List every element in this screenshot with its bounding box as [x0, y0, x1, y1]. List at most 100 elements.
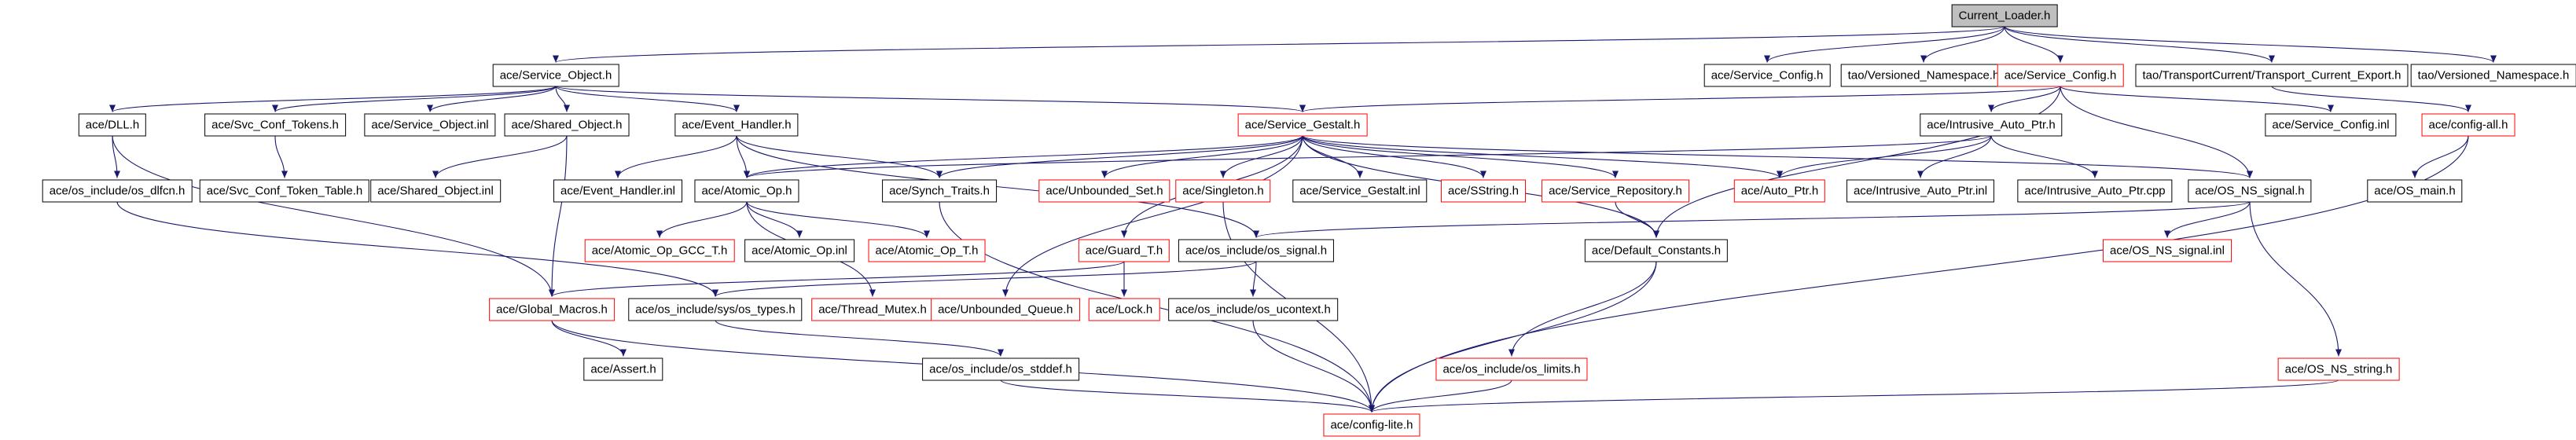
edge-atomic_op_h--atomic_op_inl	[746, 201, 803, 238]
node-os_limits[interactable]: ace/os_include/os_limits.h	[1435, 358, 1588, 381]
edge-service_gestalt_h--atomic_op_h	[744, 135, 1303, 178]
node-shared_object_h[interactable]: ace/Shared_Object.h	[504, 113, 630, 137]
node-os_signal[interactable]: ace/os_include/os_signal.h	[1178, 239, 1335, 262]
edge-service_gestalt_h--synch_traits	[936, 135, 1303, 178]
node-os_ns_signal_inl[interactable]: ace/OS_NS_signal.inl	[2103, 239, 2232, 262]
node-unbounded_queue[interactable]: ace/Unbounded_Queue.h	[931, 298, 1080, 321]
node-intrusive_auto_ptr_h[interactable]: ace/Intrusive_Auto_Ptr.h	[1920, 113, 2063, 137]
node-os_ns_string[interactable]: ace/OS_NS_string.h	[2277, 358, 2400, 381]
node-service_gestalt_inl[interactable]: ace/Service_Gestalt.inl	[1292, 179, 1428, 203]
node-dll_h[interactable]: ace/DLL.h	[78, 113, 147, 137]
node-atomic_op_t[interactable]: ace/Atomic_Op_T.h	[868, 239, 986, 262]
edge-svc_conf_tokens--svc_conf_token_table	[274, 135, 288, 178]
node-svc_conf_token_table[interactable]: ace/Svc_Conf_Token_Table.h	[199, 179, 370, 203]
edge-current_loader--transport_current_export	[2004, 26, 2275, 63]
edge-os_ns_signal_h--os_ns_signal_inl	[2164, 201, 2251, 238]
node-guard_t[interactable]: ace/Guard_T.h	[1078, 239, 1170, 262]
node-os_main[interactable]: ace/OS_main.h	[2367, 179, 2463, 203]
edge-dll_h--global_macros	[112, 135, 555, 297]
edge-os_dlfcn--os_types	[116, 201, 718, 297]
node-global_macros[interactable]: ace/Global_Macros.h	[489, 298, 615, 321]
node-event_handler_h[interactable]: ace/Event_Handler.h	[674, 113, 799, 137]
node-thread_mutex[interactable]: ace/Thread_Mutex.h	[811, 298, 934, 321]
edge-os_ns_signal_h--os_ns_string	[2249, 201, 2342, 357]
node-event_handler_inl[interactable]: ace/Event_Handler.inl	[553, 179, 682, 203]
edge-os_limits--config_lite	[1369, 380, 1512, 412]
node-lock_h[interactable]: ace/Lock.h	[1088, 298, 1160, 321]
edge-event_handler_h--atomic_op_h	[736, 135, 750, 178]
node-service_gestalt_h[interactable]: ace/Service_Gestalt.h	[1237, 113, 1368, 137]
node-service_config_h1[interactable]: ace/Service_Config.h	[1703, 64, 1831, 87]
node-assert_h[interactable]: ace/Assert.h	[583, 358, 663, 381]
edge-event_handler_h--event_handler_inl	[615, 135, 737, 178]
node-service_object_inl[interactable]: ace/Service_Object.inl	[364, 113, 496, 137]
node-atomic_op_h[interactable]: ace/Atomic_Op.h	[694, 179, 799, 203]
edge-service_config_h2--intrusive_auto_ptr_h	[1988, 86, 2061, 112]
node-intrusive_auto_ptr_inl[interactable]: ace/Intrusive_Auto_Ptr.inl	[1846, 179, 1995, 203]
edge-service_gestalt_h--unbounded_queue	[1002, 135, 1303, 297]
node-os_types[interactable]: ace/os_include/sys/os_types.h	[628, 298, 803, 321]
node-auto_ptr[interactable]: ace/Auto_Ptr.h	[1733, 179, 1826, 203]
edge-service_gestalt_h--singleton	[1220, 135, 1303, 178]
edge-service_gestalt_h--auto_ptr	[1302, 135, 1783, 178]
edge-os_ucontext--config_lite	[1252, 320, 1375, 412]
edge-os_signal--os_types	[712, 261, 1257, 297]
node-singleton[interactable]: ace/Singleton.h	[1175, 179, 1271, 203]
edge-global_macros--assert_h	[551, 320, 627, 357]
edge-os_ns_string--config_lite	[1369, 380, 2339, 412]
node-unbounded_set[interactable]: ace/Unbounded_Set.h	[1038, 179, 1170, 203]
edge-config_all--os_main	[2412, 135, 2469, 178]
node-atomic_op_gcc_t[interactable]: ace/Atomic_Op_GCC_T.h	[584, 239, 735, 262]
node-service_config_inl[interactable]: ace/Service_Config.inl	[2265, 113, 2397, 137]
node-intrusive_auto_ptr_cpp[interactable]: ace/Intrusive_Auto_Ptr.cpp	[2017, 179, 2173, 203]
node-tao_versioned_ns2[interactable]: tao/Versioned_Namespace.h	[2410, 64, 2576, 87]
node-synch_traits[interactable]: ace/Synch_Traits.h	[882, 179, 997, 203]
node-os_dlfcn[interactable]: ace/os_include/os_dlfcn.h	[42, 179, 193, 203]
edge-current_loader--service_config_h1	[1764, 26, 2005, 63]
edge-current_loader--tao_versioned_ns1	[1920, 26, 2005, 63]
edge-service_gestalt_h--service_repository	[1302, 135, 1619, 178]
edge-atomic_op_h--atomic_op_t	[746, 201, 930, 238]
edge-service_gestalt_h--unbounded_set	[1101, 135, 1303, 178]
edge-event_handler_h--synch_traits	[736, 135, 943, 178]
edge-default_constants--os_limits	[1508, 261, 1657, 357]
edge-shared_object_h--global_macros	[549, 135, 568, 297]
node-sstring[interactable]: ace/SString.h	[1440, 179, 1527, 203]
node-tao_versioned_ns1[interactable]: tao/Versioned_Namespace.h	[1840, 64, 2007, 87]
node-atomic_op_inl[interactable]: ace/Atomic_Op.inl	[744, 239, 854, 262]
node-service_config_h2[interactable]: ace/Service_Config.h	[1997, 64, 2124, 87]
edge-service_repository--default_constants	[1615, 201, 1659, 238]
edge-current_loader--service_object_h	[553, 26, 2005, 63]
edge-shared_object_h--shared_object_inl	[432, 135, 568, 178]
node-shared_object_inl[interactable]: ace/Shared_Object.inl	[370, 179, 501, 203]
node-os_ns_signal_h[interactable]: ace/OS_NS_signal.h	[2188, 179, 2312, 203]
node-service_object_h[interactable]: ace/Service_Object.h	[492, 64, 619, 87]
node-config_all[interactable]: ace/config-all.h	[2421, 113, 2515, 137]
edge-os_ns_signal_h--os_signal	[1253, 201, 2251, 238]
edge-service_object_h--event_handler_h	[555, 85, 740, 113]
node-config_lite[interactable]: ace/config-lite.h	[1323, 413, 1420, 437]
edge-service_gestalt_h--os_ns_signal_h	[1302, 135, 2253, 178]
edge-os_types--os_stddef	[715, 320, 1004, 357]
edge-transport_current_export--config_all	[2271, 85, 2471, 113]
edge-service_config_h2--os_ns_signal_h	[2060, 86, 2253, 178]
edge-os_signal--os_ucontext	[1250, 261, 1257, 297]
node-svc_conf_tokens[interactable]: ace/Svc_Conf_Tokens.h	[204, 113, 346, 137]
edge-service_object_h--service_gestalt_h	[555, 85, 1306, 113]
edge-service_object_h--shared_object_h	[555, 86, 570, 112]
edge-guard_t--global_macros	[549, 261, 1125, 297]
edge-service_config_h2--service_gestalt_h	[1299, 85, 2061, 113]
edge-default_constants--config_lite	[1369, 261, 1657, 412]
node-transport_current_export[interactable]: tao/TransportCurrent/Transport_Current_E…	[2135, 64, 2409, 87]
edge-os_stddef--config_lite	[1000, 380, 1375, 412]
edge-current_loader--tao_versioned_ns2	[2004, 26, 2497, 63]
edge-intrusive_auto_ptr_h--auto_ptr	[1777, 135, 1992, 178]
node-os_stddef[interactable]: ace/os_include/os_stddef.h	[922, 358, 1079, 381]
node-default_constants[interactable]: ace/Default_Constants.h	[1584, 239, 1729, 262]
node-os_ucontext[interactable]: ace/os_include/os_ucontext.h	[1168, 298, 1338, 321]
edge-service_config_h2--service_config_inl	[2060, 85, 2334, 113]
node-current_loader[interactable]: Current_Loader.h	[1951, 4, 2058, 28]
edge-intrusive_auto_ptr_h--intrusive_auto_ptr_cpp	[1990, 135, 2098, 178]
node-service_repository[interactable]: ace/Service_Repository.h	[1542, 179, 1689, 203]
